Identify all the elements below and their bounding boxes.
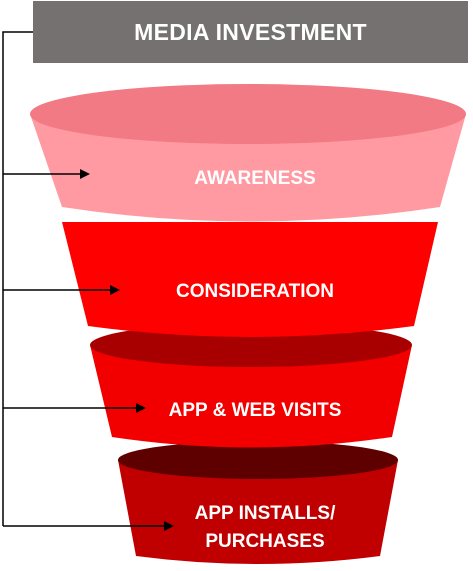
arrow-visits [3,403,146,413]
stage-installs [118,441,398,564]
connector-line [2,31,33,526]
stage-label-awareness: AWARENESS [194,168,316,189]
stage-label-visits: APP & WEB VISITS [168,400,342,421]
arrow-awareness [3,169,90,179]
stage-consideration-body [62,222,438,337]
stage-consideration [62,222,438,337]
stage-label-consideration: CONSIDERATION [176,281,334,302]
stage-visits [90,323,412,448]
stage-label-installs: APP INSTALLS/ PURCHASES [194,503,336,552]
stage-installs-body [118,460,398,564]
header-box [33,1,468,63]
arrow-consideration [3,285,120,295]
stage-awareness [30,84,466,222]
stage-awareness-body [30,114,466,222]
header-title: MEDIA INVESTMENT [134,18,367,45]
stage-awareness-top [30,84,466,144]
arrow-installs [3,521,174,531]
stage-visits-body [90,345,412,448]
stage-installs-top [118,441,398,479]
